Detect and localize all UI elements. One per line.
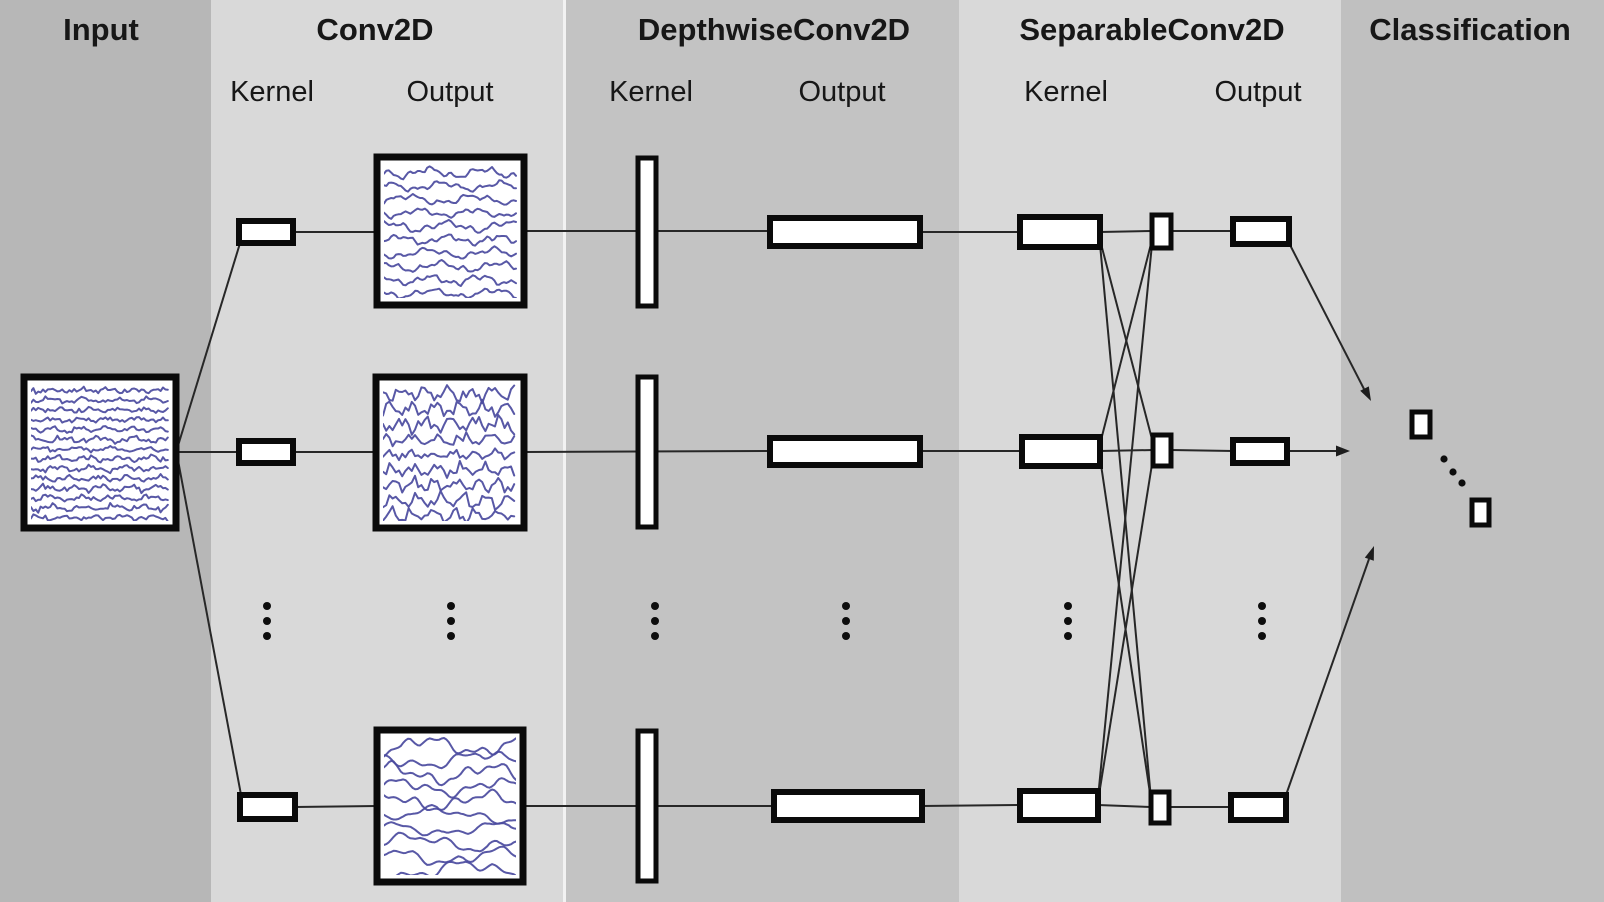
connector-input-to-kernel1 (176, 239, 242, 450)
eeg-trace (383, 459, 516, 479)
eeg-trace (383, 431, 516, 448)
separable-kernel-label: Kernel (1024, 76, 1108, 108)
separable-kernel-2 (1019, 434, 1103, 469)
eeg-trace (395, 860, 516, 875)
eeg-trace (31, 405, 169, 414)
eeg-trace (384, 179, 517, 193)
input-eeg-image (20, 373, 180, 532)
input-eeg-waveforms (31, 385, 169, 521)
eeg-trace (383, 447, 516, 462)
eeg-trace (31, 385, 169, 395)
eeg-trace (383, 384, 516, 405)
separable-output-2 (1230, 437, 1290, 466)
eeg-trace (384, 821, 516, 837)
eeg-trace (384, 165, 517, 181)
conv2d-kernel-label: Kernel (230, 76, 314, 108)
column-title-depthwise: DepthwiseConv2D (637, 12, 911, 47)
eeg-trace (31, 463, 169, 475)
eeg-trace (31, 445, 169, 454)
conv2d-kernel-1 (236, 218, 296, 246)
eeg-trace (384, 804, 516, 825)
eeg-trace (384, 207, 517, 220)
conv2d-kernel-2 (236, 438, 296, 466)
eeg-trace (384, 233, 517, 247)
depthwise-kernel-2 (635, 374, 659, 530)
arrow-top-head (1360, 386, 1371, 401)
column-title-separable: SeparableConv2D (1019, 12, 1285, 47)
depthwise-kernel-1 (635, 155, 659, 309)
eeg-trace (31, 453, 169, 464)
separable-kernel-3 (1017, 788, 1101, 823)
eeg-trace (31, 473, 169, 483)
eeg-trace (384, 777, 516, 799)
eeg-trace (384, 287, 517, 298)
separable-output-3 (1228, 792, 1289, 823)
eeg-trace (384, 750, 516, 770)
row-ellipsis-dots (263, 602, 1266, 640)
arrow-top-shaft (1288, 242, 1365, 390)
conv-output-image-3 (373, 726, 527, 886)
conv-output-waveforms-2 (383, 384, 516, 521)
eeg-trace (384, 831, 516, 853)
eeg-trace (31, 513, 169, 521)
conv-output-waveforms-3 (384, 737, 516, 875)
classification-unit-1 (1409, 409, 1433, 440)
connector-input-to-kernel3 (176, 454, 243, 801)
arrow-bottom-shaft (1285, 558, 1370, 796)
depthwise-kernel-label: Kernel (609, 76, 693, 108)
conv-output-image-1 (373, 153, 528, 309)
depthwise-output-1 (767, 215, 923, 249)
eeg-trace (31, 395, 169, 405)
eeg-trace (31, 416, 169, 424)
eeg-trace (383, 505, 516, 521)
eeg-trace (31, 434, 169, 445)
eeg-trace (384, 259, 517, 273)
conv2d-kernel-3 (237, 792, 298, 822)
column-title-conv2d: Conv2D (316, 12, 434, 47)
eeg-trace (383, 398, 516, 418)
eeg-trace (384, 274, 517, 287)
column-bg-classification (1341, 0, 1604, 902)
arrow-bottom-head (1364, 546, 1374, 561)
eeg-trace (384, 218, 517, 234)
eeg-trace (384, 245, 517, 260)
eeg-trace (31, 502, 169, 514)
separable-output-label: Output (1214, 76, 1302, 108)
classification-ellipsis-dots (1440, 455, 1466, 487)
eeg-trace (31, 482, 169, 495)
conv-output-waveforms-1 (384, 165, 517, 298)
separable-pointwise-kernel-2 (1150, 432, 1174, 469)
classification-unit-2 (1469, 497, 1492, 528)
depthwise-output-label: Output (798, 76, 886, 108)
separable-pointwise-kernel-1 (1149, 212, 1174, 251)
eeg-trace (384, 759, 516, 787)
depthwise-output-2 (767, 435, 923, 468)
separable-kernel-1 (1017, 214, 1103, 250)
eeg-trace (383, 489, 516, 511)
separable-crossing-lines (1097, 230, 1154, 808)
depthwise-kernel-3 (635, 728, 659, 884)
conv2d-output-label: Output (406, 76, 494, 108)
eeg-trace (384, 193, 517, 206)
eeg-trace (383, 414, 516, 436)
eeg-trace (31, 425, 169, 434)
column-title-classification: Classification (1369, 12, 1571, 47)
separable-pointwise-kernel-3 (1148, 789, 1172, 826)
eeg-trace (383, 474, 516, 494)
eeg-trace (31, 493, 169, 503)
arrow-middle-head (1336, 445, 1350, 457)
depthwise-output-3 (771, 789, 925, 823)
column-title-input: Input (63, 12, 139, 47)
eeg-trace (384, 788, 516, 811)
separable-output-1 (1230, 216, 1292, 247)
connector-lines (176, 230, 1374, 808)
